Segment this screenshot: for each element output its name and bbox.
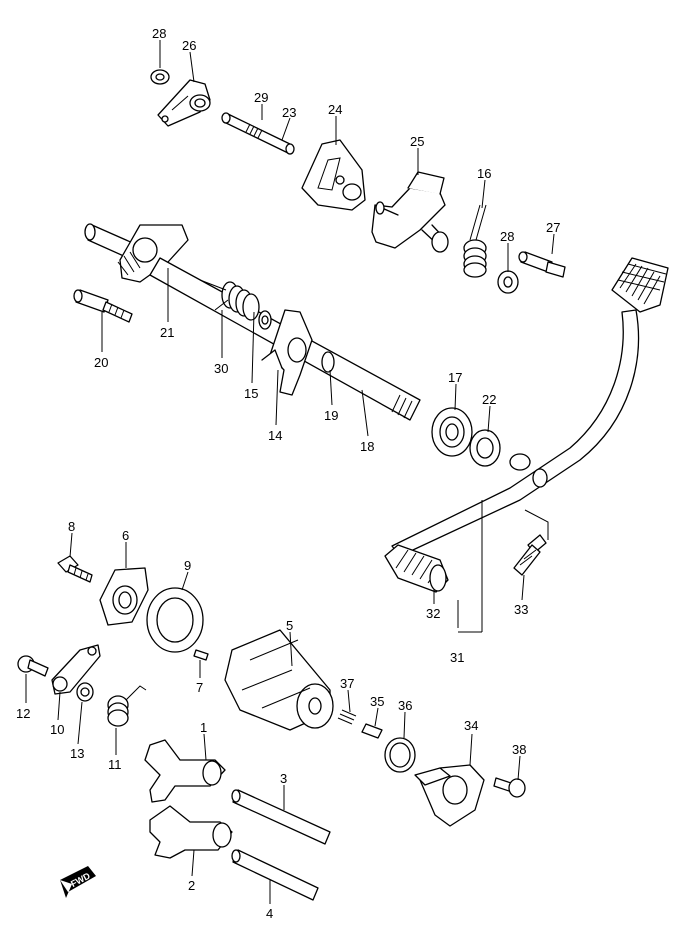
- part-20-bolt: [73, 289, 133, 323]
- callout-3: 3: [280, 771, 287, 786]
- callout-33: 33: [514, 602, 528, 617]
- callout-6: 6: [122, 528, 129, 543]
- callout-23: 23: [282, 105, 296, 120]
- callout-30: 30: [214, 361, 228, 376]
- part-11-spring: [107, 685, 147, 727]
- part-8-bolt: [57, 555, 93, 583]
- part-1-shift-fork: [144, 739, 226, 803]
- part-30-spring: [199, 279, 260, 321]
- callout-31: 31: [450, 650, 464, 665]
- callout-20: 20: [94, 355, 108, 370]
- callout-24: 24: [328, 102, 342, 117]
- part-15-collar: [258, 310, 272, 330]
- part-34-stopper: [414, 764, 485, 827]
- callout-27: 27: [546, 220, 560, 235]
- part-7-pin: [193, 649, 209, 661]
- part-12-bolt: [17, 655, 49, 677]
- part-10-arm: [51, 644, 101, 695]
- part-16-spring: [463, 204, 487, 278]
- part-5-gearshift-cam: [224, 629, 334, 731]
- part-31-shift-lever: [391, 257, 669, 557]
- part-19-collar: [321, 351, 335, 373]
- callout-11: 11: [108, 757, 122, 772]
- callout-25: 25: [410, 134, 424, 149]
- callout-13: 13: [70, 746, 84, 761]
- callout-29: 29: [254, 90, 268, 105]
- callout-32: 32: [426, 606, 440, 621]
- part-9-bearing: [146, 587, 204, 653]
- callout-37: 37: [340, 676, 354, 691]
- callout-28-right: 28: [500, 229, 514, 244]
- part-32-lever-rubber: [384, 544, 449, 593]
- part-27-bolt: [518, 251, 566, 278]
- part-13-washer: [76, 682, 94, 702]
- part-28-washer-top: [150, 69, 170, 85]
- part-25-arm: [371, 171, 449, 253]
- callout-1: 1: [200, 720, 207, 735]
- part-33-bolt: [513, 534, 547, 576]
- part-24-plate: [301, 139, 366, 211]
- part-36-ring: [384, 737, 416, 773]
- part-26-plate: [157, 79, 211, 127]
- part-28-washer-right: [497, 270, 519, 294]
- callout-15: 15: [244, 386, 258, 401]
- part-37-spring: [337, 709, 357, 725]
- callout-28-top: 28: [152, 26, 166, 41]
- callout-7: 7: [196, 680, 203, 695]
- callout-14: 14: [268, 428, 282, 443]
- part-23-pin: [221, 112, 295, 155]
- callout-9: 9: [184, 558, 191, 573]
- part-4-rod: [231, 849, 319, 901]
- callout-8: 8: [68, 519, 75, 534]
- part-2-shift-fork: [149, 805, 233, 859]
- fwd-arrow-icon: FWD: [60, 866, 96, 898]
- callout-21: 21: [160, 325, 174, 340]
- callout-4: 4: [266, 906, 273, 921]
- part-17-bearing: [431, 407, 473, 457]
- callout-22: 22: [482, 392, 496, 407]
- callout-12: 12: [16, 706, 30, 721]
- part-6-cam-guide: [99, 567, 149, 626]
- part-38-bolt: [493, 777, 526, 798]
- part-14-shift-arm: [261, 309, 313, 396]
- callout-26: 26: [182, 38, 196, 53]
- callout-35: 35: [370, 694, 384, 709]
- callout-16: 16: [477, 166, 491, 181]
- callout-17: 17: [448, 370, 462, 385]
- callout-10: 10: [50, 722, 64, 737]
- callout-19: 19: [324, 408, 338, 423]
- callout-5: 5: [286, 618, 293, 633]
- callout-34: 34: [464, 718, 478, 733]
- callout-38: 38: [512, 742, 526, 757]
- callout-18: 18: [360, 439, 374, 454]
- part-22-seal: [469, 429, 501, 467]
- part-35-pin: [361, 723, 383, 739]
- part-3-rod: [231, 789, 331, 845]
- callout-2: 2: [188, 878, 195, 893]
- callout-36: 36: [398, 698, 412, 713]
